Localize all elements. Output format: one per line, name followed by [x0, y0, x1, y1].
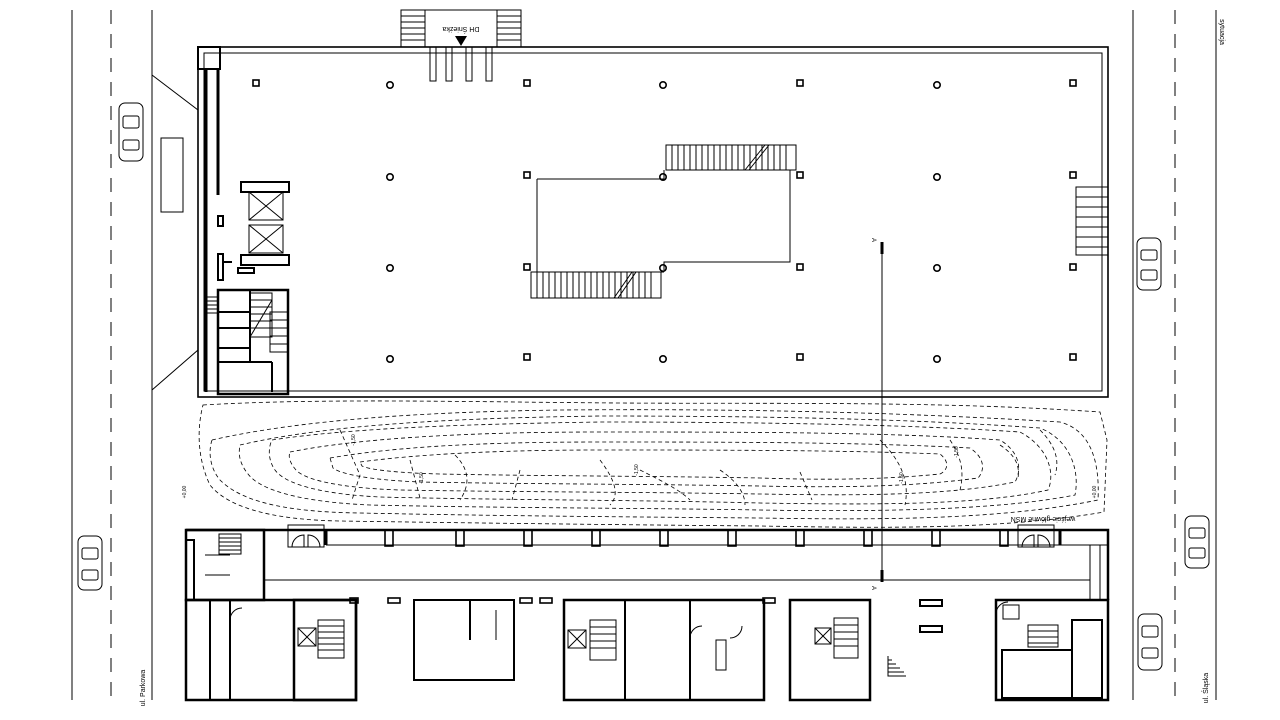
car-left-top: [118, 102, 144, 162]
department-store-label: DH Śnieżka: [442, 25, 479, 34]
escalator-lower: [530, 271, 662, 299]
level-label: -1,50: [351, 434, 357, 446]
level-label: -1,50: [419, 472, 425, 484]
facade-piers: [349, 529, 1009, 604]
level-label: -1,50: [954, 446, 960, 458]
labels: DH Śnieżka wejście główne MSN sytuacja u…: [140, 19, 1225, 706]
west-core: [203, 181, 290, 396]
level-label: -1,50: [899, 472, 905, 484]
street-label-right: ul. Śląska: [1201, 673, 1210, 703]
column-grid: [252, 79, 1077, 363]
street-label-left: ul. Parkowa: [140, 670, 147, 707]
east-stair: [1075, 186, 1109, 256]
level-label: -1,50: [634, 464, 640, 476]
level-label: +0,00: [182, 485, 188, 498]
lower-building: [184, 528, 1110, 702]
left-street: [71, 10, 199, 700]
level-label: +0,00: [1092, 485, 1098, 498]
landscape-contours: [198, 400, 1108, 528]
entrance-doors: [229, 524, 1055, 639]
section-label-bottom: A: [870, 586, 876, 590]
main-building: [197, 46, 1109, 398]
atrium-void: [536, 170, 791, 273]
main-entrance-label: wejście główne MSN: [1011, 515, 1077, 522]
right-street: [1132, 10, 1217, 700]
entrance-arrow: [455, 36, 467, 46]
car-right-middle: [1136, 237, 1162, 291]
car-right-bottom: [1137, 613, 1163, 671]
section-label-top: A: [870, 238, 876, 242]
car-left-bottom: [77, 535, 103, 591]
sheet-title: sytuacja: [1218, 19, 1225, 45]
escalator-upper: [665, 144, 797, 171]
car-right-lower: [1184, 515, 1210, 569]
